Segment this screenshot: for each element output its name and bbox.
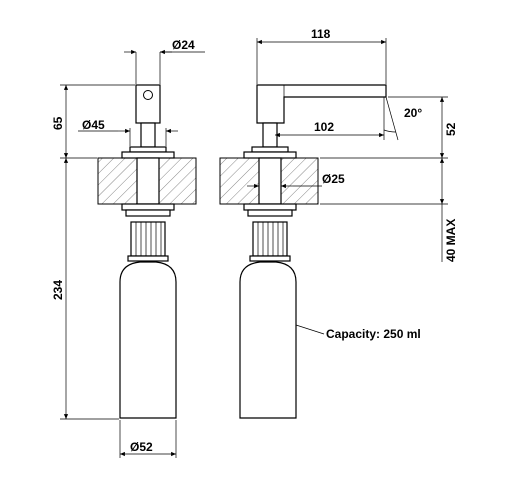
dim-spout-angle: 20°: [404, 106, 422, 120]
side-view: [219, 84, 387, 419]
stem-side: [262, 122, 278, 148]
collar-top-front: [129, 146, 167, 153]
dim-total-height: 234: [51, 280, 65, 300]
washer-side: [247, 209, 293, 217]
capacity-label: Capacity: 250 ml: [326, 327, 421, 341]
collar-top-side: [251, 146, 289, 153]
dim-upper-height-left: 65: [51, 116, 65, 130]
spout-side: [256, 84, 387, 124]
dimension-labels: Ø24 118 102 20° Ø45 Ø25 Ø52 65 234 52 40…: [51, 27, 458, 454]
dim-spout-length: 118: [311, 27, 331, 41]
bottle-side: [239, 261, 297, 419]
dim-nozzle-diameter: Ø24: [172, 38, 195, 52]
collar-flange-front: [121, 151, 175, 159]
dim-bottle-diameter: Ø52: [130, 440, 153, 454]
bottle-cap-front: [127, 255, 169, 262]
dim-spout-reach: 102: [314, 120, 334, 134]
collar-flange-side: [243, 151, 297, 159]
dim-countertop-max: 40 MAX: [444, 219, 458, 262]
dimension-lines: [60, 38, 448, 458]
thread-connector-front: [130, 221, 166, 257]
dim-collar-diameter: Ø45: [82, 118, 105, 132]
shank-side: [258, 157, 282, 205]
lock-nut-side: [243, 203, 297, 211]
lock-nut-front: [121, 203, 175, 211]
shank-front: [136, 157, 160, 205]
bottle-front: [119, 261, 177, 419]
thread-connector-side: [252, 221, 288, 257]
stem-front: [140, 122, 156, 148]
dim-upper-height-right: 52: [444, 122, 458, 136]
dim-shank-diameter: Ø25: [322, 172, 345, 186]
washer-front: [125, 209, 171, 217]
front-view: [97, 84, 197, 419]
nozzle-hole: [143, 90, 153, 100]
bottle-cap-side: [249, 255, 291, 262]
